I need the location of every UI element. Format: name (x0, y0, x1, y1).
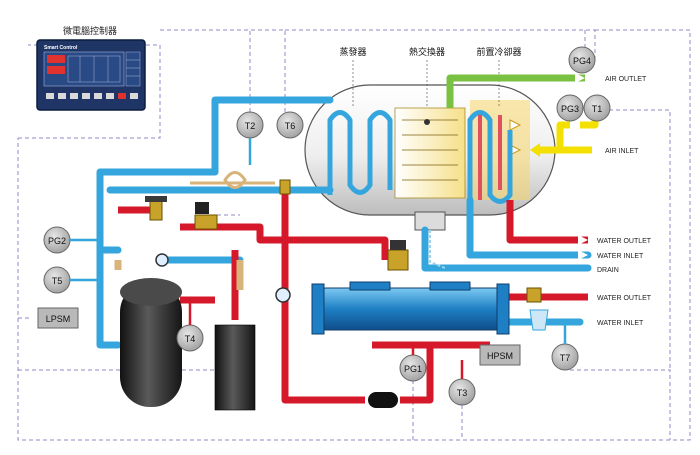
sight-glass (155, 253, 169, 267)
gauge-pg3: PG3 (556, 94, 584, 122)
label-evaporator: 蒸發器 (339, 46, 366, 57)
gauge-pg4: PG4 (568, 46, 596, 74)
svg-text:T6: T6 (285, 121, 296, 131)
filter-drier (275, 287, 291, 303)
label-precooler: 前置冷卻器 (476, 46, 521, 57)
svg-text:T4: T4 (185, 334, 196, 344)
svg-text:T5: T5 (52, 276, 63, 286)
air-outlet-line (446, 74, 585, 108)
liquid-line (114, 260, 244, 290)
cold-lines (96, 96, 592, 349)
gauge-t1: T1 (583, 94, 611, 122)
svg-text:T2: T2 (245, 121, 256, 131)
controller-brand: Smart Control (44, 45, 78, 51)
hot-gas-lines (118, 180, 588, 404)
flow-arrows (575, 73, 588, 260)
svg-text:PG3: PG3 (561, 104, 579, 114)
label-water-inlet-2: WATER INLET (597, 320, 644, 327)
controller-panel: Smart Control (36, 39, 146, 111)
gauge-t4: T4 (176, 324, 204, 352)
gauge-t3: T3 (448, 378, 476, 406)
svg-text:T3: T3 (457, 388, 468, 398)
switch-hpsm: HPSM (479, 344, 521, 366)
label-water-outlet-1: WATER OUTLET (597, 238, 652, 245)
fan-icon (424, 119, 430, 125)
precooler-hot-coil (478, 115, 502, 200)
label-air-inlet: AIR INLET (605, 148, 639, 155)
svg-text:PG1: PG1 (404, 364, 422, 374)
gauge-pg1: PG1 (399, 354, 427, 382)
solenoid-valve (145, 196, 167, 221)
svg-text:T7: T7 (560, 353, 571, 363)
svg-text:PG2: PG2 (48, 236, 66, 246)
switch-lpsm: LPSM (37, 307, 79, 329)
precooler-coil (467, 110, 513, 204)
label-air-outlet: AIR OUTLET (605, 76, 647, 83)
water-valve (387, 240, 409, 271)
gauge-t5: T5 (43, 266, 71, 294)
hot-gas-bypass-valve (279, 179, 291, 195)
label-water-inlet-1: WATER INLET (597, 253, 644, 260)
svg-text:T1: T1 (592, 104, 603, 114)
svg-text:HPSM: HPSM (487, 351, 513, 361)
heat-exchanger-core (394, 107, 466, 199)
water-regulating-valve (526, 287, 549, 331)
svg-text:PG4: PG4 (573, 56, 591, 66)
evaporator-coil (327, 110, 393, 195)
gauge-t7: T7 (551, 343, 579, 371)
gauge-t2: T2 (236, 111, 264, 139)
label-drain: DRAIN (597, 267, 619, 274)
condenser (311, 281, 510, 335)
compressor (120, 278, 182, 407)
capillary-coil (223, 171, 247, 189)
svg-text:LPSM: LPSM (46, 314, 71, 324)
dryer-vessel (304, 84, 556, 231)
gauge-t6: T6 (276, 111, 304, 139)
drain-line (429, 230, 446, 269)
controller-title: 微電腦控制器 (63, 25, 117, 36)
receiver-tank (214, 324, 256, 411)
expansion-valve (194, 202, 218, 230)
label-water-outlet-2: WATER OUTLET (597, 295, 652, 302)
pump (368, 392, 398, 408)
gauge-pg2: PG2 (43, 226, 71, 254)
air-inlet-arrows (530, 143, 540, 157)
label-heat-exchanger: 熱交換器 (409, 46, 445, 57)
